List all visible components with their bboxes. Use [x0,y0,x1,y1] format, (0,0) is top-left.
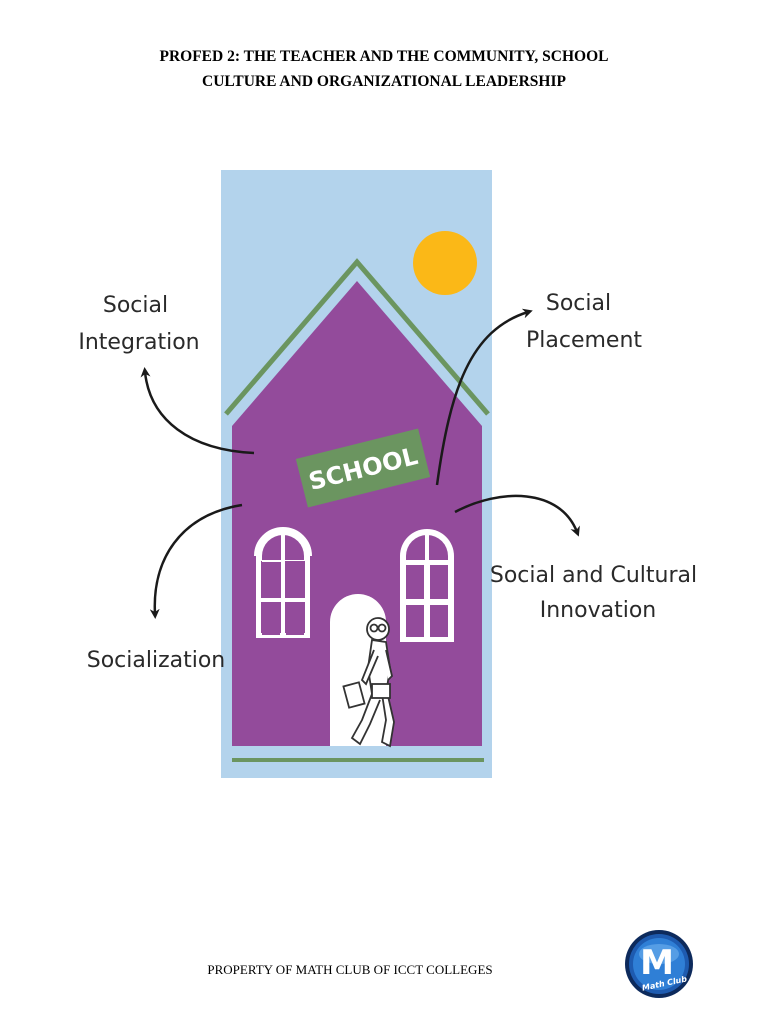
student-figure [342,617,395,748]
label-social-integration: Social Integration [78,293,199,355]
left-window [254,527,312,638]
arrow-socialization [149,503,243,619]
label-socialization-line1: Socialization [87,648,226,673]
label-social-integration-line2: Integration [78,330,199,355]
title-line-1: PROFED 2: THE TEACHER AND THE COMMUNITY,… [159,48,609,65]
math-club-logo-icon: M Math Club [625,930,693,998]
label-social-placement-line1: Social [546,291,611,316]
label-socialization: Socialization [87,648,226,673]
logo-letter: M [640,943,674,983]
sun-icon [413,231,477,295]
arrow-social-integration [140,367,255,455]
arrow-social-cultural-innovation [454,494,580,537]
roof-outline [224,258,490,416]
label-social-cultural-innovation: Social and Cultural Innovation [490,563,704,623]
label-social-placement: Social Placement [526,291,642,353]
footer-text: PROPERTY OF MATH CLUB OF ICCT COLLEGES [207,962,493,977]
label-social-cultural-innovation-line2: Innovation [540,598,656,623]
arrow-social-placement [435,308,533,486]
label-social-cultural-innovation-line1: Social and Cultural [490,563,697,588]
page-title: PROFED 2: THE TEACHER AND THE COMMUNITY,… [0,44,768,94]
label-social-integration-line1: Social [103,293,168,318]
right-window [400,529,454,642]
label-social-placement-line2: Placement [526,328,642,353]
title-line-2: CULTURE AND ORGANIZATIONAL LEADERSHIP [202,73,566,90]
